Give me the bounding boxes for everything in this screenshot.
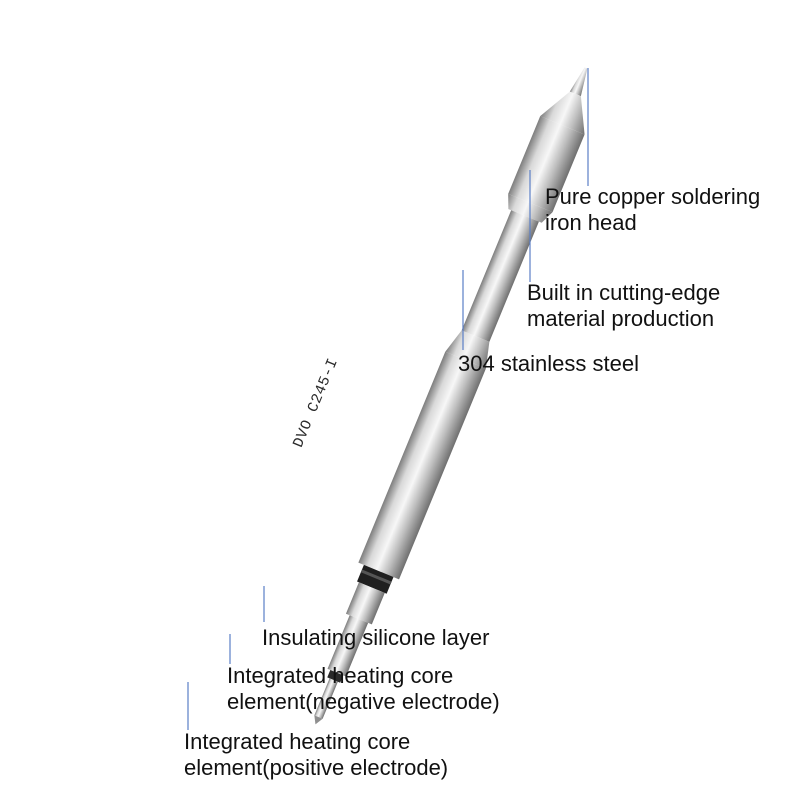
label-line: Integrated heating core bbox=[227, 663, 454, 688]
positive-pin bbox=[314, 678, 338, 719]
label-negative-electrode: Integrated heating core element(negative… bbox=[227, 663, 500, 715]
label-line: element(negative electrode) bbox=[227, 689, 500, 714]
label-silicone: Insulating silicone layer bbox=[262, 625, 489, 651]
electrode-ring bbox=[327, 669, 344, 683]
label-cutting-edge: Built in cutting-edge material productio… bbox=[527, 280, 720, 332]
steel-neck bbox=[461, 210, 539, 342]
label-stainless: 304 stainless steel bbox=[458, 351, 639, 377]
thin-sleeve bbox=[327, 615, 369, 677]
label-line: material production bbox=[527, 306, 715, 331]
leader-lines bbox=[187, 68, 589, 730]
head-cylinder bbox=[508, 116, 585, 213]
label-line: Insulating silicone layer bbox=[262, 625, 490, 650]
lower-sleeve bbox=[345, 582, 385, 625]
label-line: Integrated heating core bbox=[184, 729, 411, 754]
tip-taper bbox=[540, 91, 585, 135]
label-line: iron head bbox=[545, 210, 637, 235]
label-copper-head: Pure copper soldering iron head bbox=[545, 184, 760, 236]
body-flare bbox=[445, 330, 490, 369]
main-body bbox=[358, 351, 486, 580]
label-line: Pure copper soldering bbox=[545, 184, 761, 209]
label-positive-electrode: Integrated heating core element(positive… bbox=[184, 729, 448, 781]
label-line: 304 stainless steel bbox=[458, 351, 639, 376]
label-line: element(positive electrode) bbox=[184, 755, 449, 780]
label-line: Built in cutting-edge bbox=[527, 280, 721, 305]
copper-tip bbox=[569, 67, 588, 97]
